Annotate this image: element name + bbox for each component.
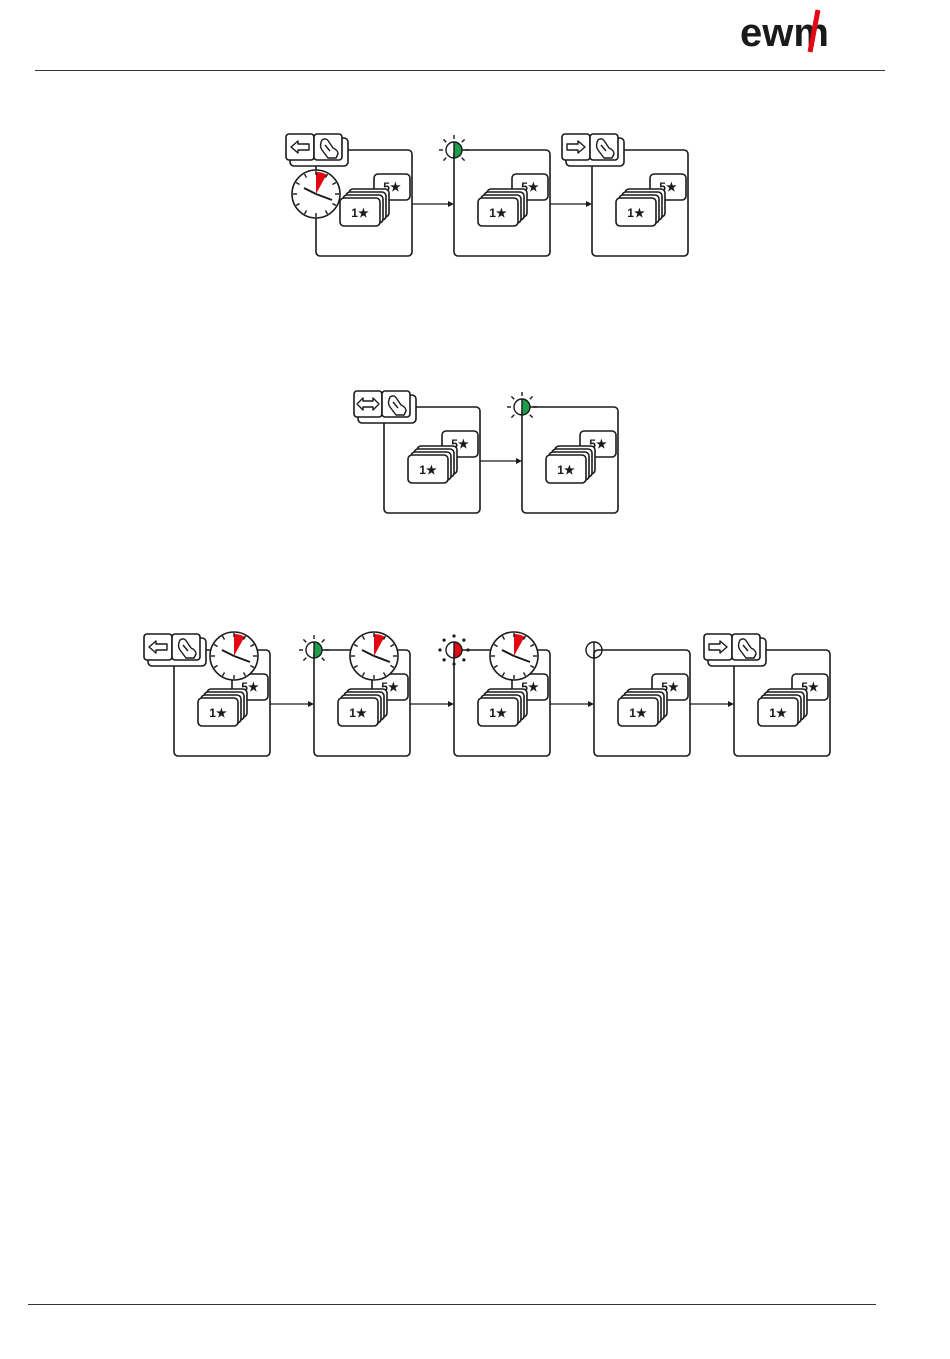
arrow-key [704, 634, 732, 660]
right-arrow-press-icon [562, 134, 624, 166]
hand-key [172, 634, 200, 660]
clock-icon [210, 632, 258, 680]
led-dot [443, 658, 446, 661]
stamp-bottom-label: 1★ [627, 206, 645, 220]
led-ray [511, 396, 514, 399]
led-ray [511, 415, 514, 418]
program-stack: 5★1★ [408, 431, 478, 483]
led-dot [452, 662, 455, 665]
led-ray [443, 139, 446, 142]
hand-key [732, 634, 760, 660]
program-stack: 5★1★ [478, 674, 548, 726]
led-ray [303, 658, 306, 661]
sequence-diagram-3: 5★1★ 5★1★ 5★1★ 5★1★ 5★1★ [130, 618, 850, 768]
header-rule [35, 70, 885, 71]
footer-rule [28, 1304, 876, 1305]
led-ray [443, 158, 446, 161]
arrow-key [562, 134, 590, 160]
led-ray [462, 139, 465, 142]
program-stack: 5★1★ [478, 174, 548, 226]
flow-arrowhead [586, 201, 592, 207]
clock-icon [490, 632, 538, 680]
program-stack: 5★1★ [198, 674, 268, 726]
led-green-half-icon [439, 135, 469, 161]
right-arrow-press-icon [704, 634, 766, 666]
led-ray [530, 396, 533, 399]
stamp-bottom-label: 1★ [629, 706, 647, 720]
program-stack: 5★1★ [618, 674, 688, 726]
led-dot [452, 634, 455, 637]
led-fill [454, 642, 462, 658]
led-green-half-icon [299, 635, 329, 661]
led-dot [466, 648, 469, 651]
program-stack: 5★1★ [338, 674, 408, 726]
stamp-bottom-label: 1★ [769, 706, 787, 720]
flow-arrowhead [448, 201, 454, 207]
flow-arrowhead [448, 701, 454, 707]
stamp-bottom-label: 1★ [489, 706, 507, 720]
stamp-bottom-label: 1★ [209, 706, 227, 720]
double-arrow-press-icon [354, 391, 416, 423]
clock-icon [350, 632, 398, 680]
arrow-key [286, 134, 314, 160]
arrow-key [144, 634, 172, 660]
stamp-bottom-label: 1★ [349, 706, 367, 720]
program-stack: 5★1★ [616, 174, 686, 226]
ewm-logo: ewm [738, 6, 870, 56]
flow-arrowhead [728, 701, 734, 707]
sequence-diagram-2: 5★1★ 5★1★ [340, 375, 640, 525]
led-fill [314, 642, 322, 658]
flow-arrowhead [588, 701, 594, 707]
led-ray [322, 658, 325, 661]
stamp-bottom-label: 1★ [351, 206, 369, 220]
sequence-diagram-1: 5★1★ 5★1★ 5★1★ [270, 118, 710, 268]
stamp-bottom-label: 1★ [419, 463, 437, 477]
led-fill [454, 142, 462, 158]
stamp-bottom-label: 1★ [557, 463, 575, 477]
led-ray [303, 639, 306, 642]
hand-key [590, 134, 618, 160]
clock-icon [292, 170, 340, 218]
led-fill [522, 399, 530, 415]
ewm-logo-graphic: ewm [738, 6, 870, 56]
stamp-bottom-label: 1★ [489, 206, 507, 220]
led-dot [443, 639, 446, 642]
led-dot [438, 648, 441, 651]
hand-key [382, 391, 410, 417]
left-arrow-press-icon [144, 634, 206, 666]
led-dot [462, 639, 465, 642]
hand-key [314, 134, 342, 160]
flow-arrowhead [516, 458, 522, 464]
led-dot [462, 658, 465, 661]
program-stack: 5★1★ [546, 431, 616, 483]
program-stack: 5★1★ [340, 174, 410, 226]
flow-arrowhead [308, 701, 314, 707]
led-ray [322, 639, 325, 642]
led-ray [530, 415, 533, 418]
led-ray [462, 158, 465, 161]
left-arrow-press-icon [286, 134, 348, 166]
led-green-half-icon [507, 392, 537, 418]
program-stack: 5★1★ [758, 674, 828, 726]
arrow-key [354, 391, 382, 417]
